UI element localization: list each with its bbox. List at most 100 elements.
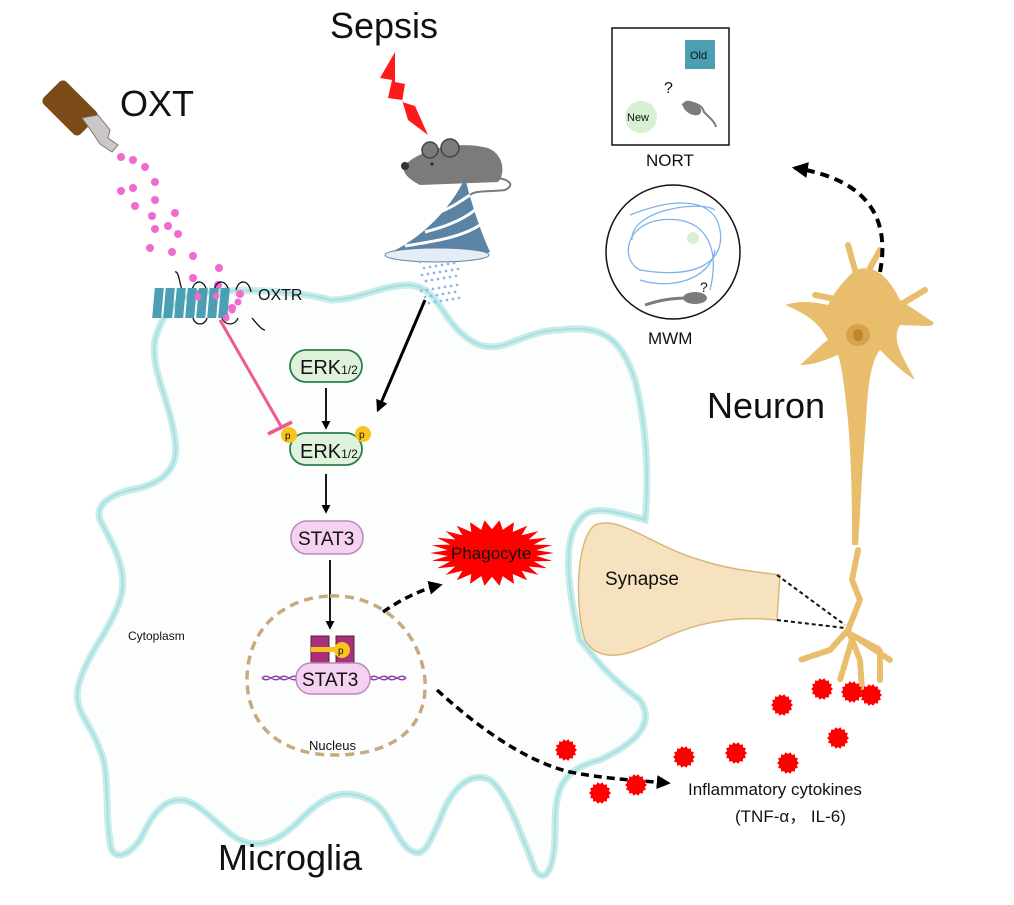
- nort-test: Old New ? NORT: [611, 27, 730, 170]
- receptor-helix: [163, 288, 175, 318]
- svg-text:STAT3: STAT3: [298, 529, 354, 550]
- cytokine-release-arrow: [435, 688, 671, 790]
- spray-particle: [439, 299, 443, 303]
- spray-particle: [424, 279, 428, 283]
- old-object-label: Old: [690, 50, 707, 62]
- svg-text:p: p: [285, 431, 291, 442]
- oxt-molecule: [148, 212, 156, 220]
- new-object-label: New: [627, 112, 649, 124]
- cytokine-particle: [771, 694, 793, 716]
- oxt-molecules: [117, 153, 244, 320]
- oxt-molecule: [129, 156, 137, 164]
- spray-particle: [429, 294, 433, 298]
- question-mark: ?: [664, 80, 673, 97]
- inhibition-bar: [267, 420, 293, 436]
- mwm-test: ? MWM: [605, 184, 741, 348]
- oxt-molecule: [234, 298, 242, 306]
- oxt-dropper-icon: [42, 80, 119, 153]
- cytoplasm-label: Cytoplasm: [128, 629, 185, 643]
- oxt-molecule: [236, 290, 244, 298]
- phospho-icon: [355, 426, 371, 442]
- spray-particle: [441, 292, 445, 296]
- spray-particle: [453, 290, 457, 294]
- svg-text:STAT3: STAT3: [302, 670, 358, 691]
- oxt-molecule: [151, 196, 159, 204]
- zoom-guide-line: [776, 574, 846, 626]
- oxt-molecule: [117, 187, 125, 195]
- spray-particle: [446, 262, 450, 266]
- oxtr-label: OXTR: [258, 287, 302, 304]
- receptor-helix: [152, 288, 164, 318]
- neuron: Neuron: [707, 242, 934, 693]
- spray-particle: [443, 285, 447, 289]
- cytokine-particle: [555, 739, 577, 761]
- erk-inactive-node: ERK1/2: [289, 349, 363, 383]
- spray-particle: [419, 289, 423, 293]
- spray-particle: [452, 261, 456, 265]
- spray-particle: [428, 265, 432, 269]
- mouse-icon: [683, 292, 707, 304]
- spray-particle: [431, 287, 435, 291]
- spray-particle: [438, 270, 442, 274]
- oxt-molecule: [214, 281, 222, 289]
- oxt-molecule: [194, 293, 202, 301]
- spray-particle: [444, 269, 448, 273]
- spray-particle: [450, 268, 454, 272]
- oxt-molecule: [222, 314, 230, 322]
- cytokine-particle: [673, 746, 695, 768]
- spray-particle: [435, 293, 439, 297]
- cytokine-particle: [625, 774, 647, 796]
- phospho-icon: [281, 427, 297, 443]
- spray-particle: [427, 301, 431, 305]
- sepsis-label: Sepsis: [330, 5, 438, 46]
- spray-particle: [420, 273, 424, 277]
- spray-particle: [448, 275, 452, 279]
- svg-text:p: p: [359, 430, 365, 441]
- lightning-icon: [380, 52, 428, 135]
- cytokine-particle: [777, 752, 799, 774]
- spray-particle: [422, 266, 426, 270]
- cytokines-examples: (TNF-α， IL-6): [735, 807, 846, 826]
- spray-particle: [449, 284, 453, 288]
- oxt-molecule: [212, 292, 220, 300]
- mwm-label: MWM: [648, 329, 692, 348]
- old-object: [685, 40, 715, 69]
- spray-particle: [447, 291, 451, 295]
- spray-particle: [440, 263, 444, 267]
- phagocyte-label: Phagocyte: [451, 544, 531, 563]
- svg-text:ERK1/2: ERK1/2: [300, 441, 358, 463]
- spray-particle: [454, 274, 458, 278]
- nucleus: Nucleus p p STAT3: [245, 594, 427, 757]
- sepsis-arrow: [376, 299, 427, 413]
- spray-particle: [425, 288, 429, 292]
- stat3-nuclear-node: [295, 662, 371, 695]
- spray-particle: [437, 286, 441, 290]
- spray-particle: [457, 296, 461, 300]
- spray-particle: [433, 300, 437, 304]
- spray-particle: [418, 260, 422, 264]
- lps-spray: [418, 260, 461, 306]
- oxt-molecule: [168, 248, 176, 256]
- mouse-icon: [401, 138, 512, 196]
- spray-particle: [432, 271, 436, 275]
- oxt-molecule: [129, 184, 137, 192]
- svg-text:ERK1/2: ERK1/2: [300, 357, 358, 379]
- nucleus-label: Nucleus: [309, 738, 356, 753]
- spray-particle: [445, 298, 449, 302]
- neuron-label: Neuron: [707, 385, 825, 426]
- oxt-molecule: [117, 153, 125, 161]
- oxt-molecule: [131, 202, 139, 210]
- spray-particle: [455, 283, 459, 287]
- cytokine-particle: [827, 727, 849, 749]
- receptor-helix: [185, 288, 197, 318]
- oxt-molecule: [189, 252, 197, 260]
- synapse: Synapse: [577, 522, 846, 656]
- receptor-helix: [174, 288, 186, 318]
- spray-particle: [436, 277, 440, 281]
- stat3-node: STAT3: [290, 520, 364, 555]
- oxt-molecule: [171, 209, 179, 217]
- microglia-label: Microglia: [218, 837, 363, 878]
- oxt-molecule: [215, 264, 223, 272]
- receptor-helix: [218, 288, 230, 318]
